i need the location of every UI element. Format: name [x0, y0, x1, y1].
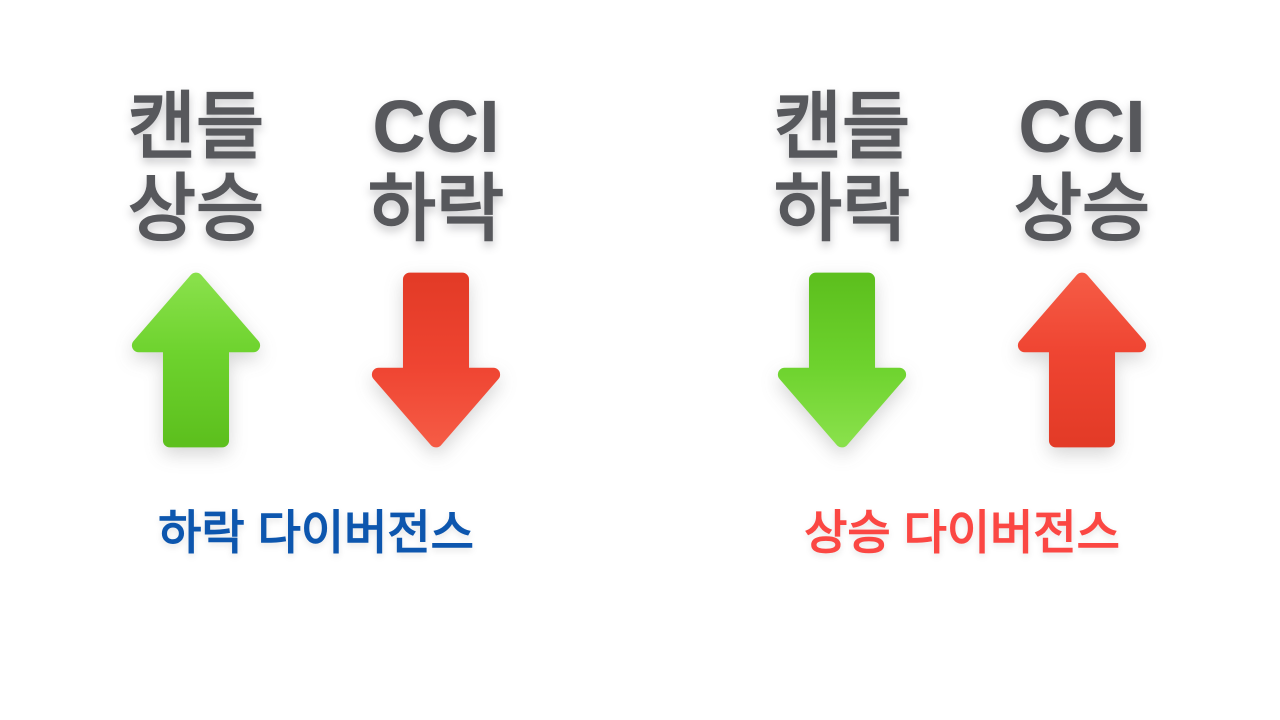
- bullish-divergence-panel: 캔들 하락 CCI 상승: [744, 0, 1180, 720]
- candle-column-left: 캔들 상승: [98, 86, 294, 450]
- candle-label-line1: 캔들: [127, 85, 265, 168]
- cci-down-arrow-icon: [368, 270, 504, 450]
- bearish-columns: 캔들 상승 CCI 하락: [98, 86, 534, 450]
- candle-column-right: 캔들 하락: [744, 86, 940, 450]
- cci-rising-label: CCI 상승: [1014, 86, 1150, 250]
- candle-down-arrow-icon: [774, 270, 910, 450]
- bearish-divergence-caption: 하락 다이버전스: [158, 506, 474, 559]
- cci-label-line1: CCI: [372, 85, 500, 168]
- cci-up-arrow-icon: [1014, 270, 1150, 450]
- cci-label-line2: 상승: [1013, 167, 1151, 250]
- candle-rising-label: 캔들 상승: [128, 86, 264, 250]
- candle-label-line1: 캔들: [773, 85, 911, 168]
- candle-label-line2: 하락: [773, 167, 911, 250]
- candle-falling-label: 캔들 하락: [774, 86, 910, 250]
- cci-label-line2: 하락: [367, 167, 505, 250]
- cci-column-left: CCI 하락: [338, 86, 534, 450]
- cci-label-line1: CCI: [1018, 85, 1146, 168]
- bullish-divergence-caption: 상승 다이버전스: [804, 506, 1120, 559]
- bearish-divergence-panel: 캔들 상승 CCI 하락: [98, 0, 534, 720]
- candle-label-line2: 상승: [127, 167, 265, 250]
- cci-falling-label: CCI 하락: [368, 86, 504, 250]
- candle-up-arrow-icon: [128, 270, 264, 450]
- bullish-columns: 캔들 하락 CCI 상승: [744, 86, 1180, 450]
- cci-column-right: CCI 상승: [984, 86, 1180, 450]
